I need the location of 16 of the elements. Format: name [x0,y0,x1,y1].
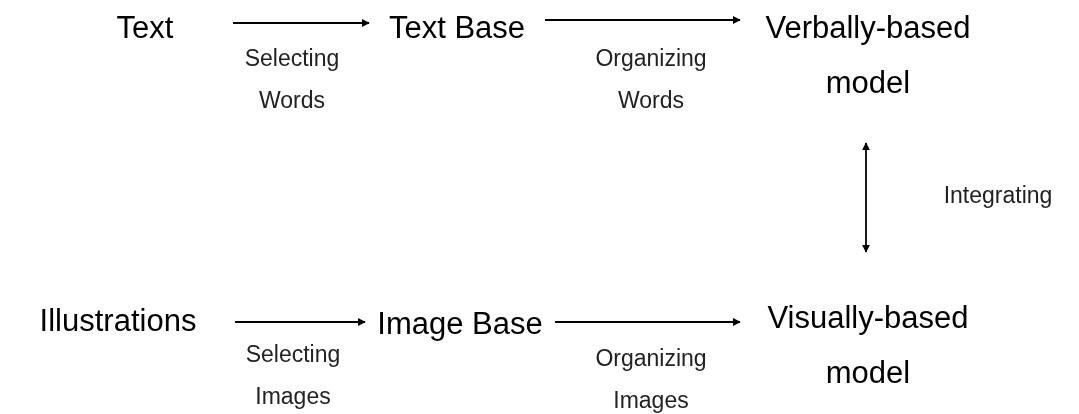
edge-label: Organizing Words [594,44,708,115]
edge-label: Organizing Images [594,344,708,414]
edge-label: Integrating [942,181,1054,210]
double-arrow [862,142,870,253]
edge-label: Selecting Images [244,340,342,411]
node-label: Visually-based model [766,299,970,392]
arrow [232,19,370,27]
arrow [234,318,366,326]
node-label: Text Base [387,9,527,47]
arrow [544,16,741,24]
edge-label: Selecting Words [243,44,341,115]
arrow [554,318,741,326]
node-label: Illustrations [38,302,198,340]
node-label: Image Base [376,305,544,343]
node-label: Text [115,9,175,47]
node-label: Verbally-based model [764,9,972,102]
